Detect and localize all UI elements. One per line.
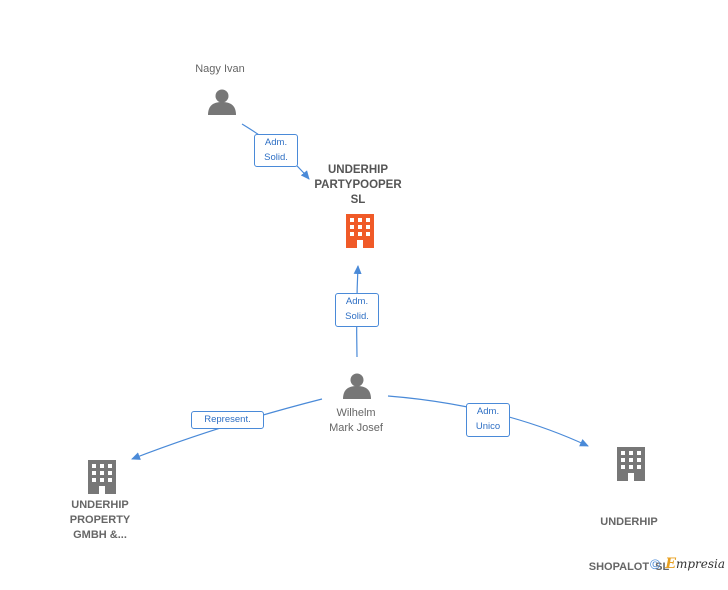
node-label-line: SHOPALOT SL xyxy=(588,561,670,573)
edge-label-adm-unico[interactable]: Adm. Unico xyxy=(466,403,510,437)
node-label-nagy-ivan[interactable]: Nagy Ivan xyxy=(170,62,270,77)
edge-label-line: Adm. xyxy=(345,296,369,307)
brand-initial: E xyxy=(665,556,676,572)
edge-wilhelm-to-property xyxy=(131,398,323,460)
building-icon[interactable] xyxy=(88,460,116,494)
empresia-watermark[interactable]: © Empresia xyxy=(650,555,725,573)
node-label-line: UNDERHIP xyxy=(71,499,129,511)
edge-label-line: Solid. xyxy=(345,311,369,322)
building-icon[interactable] xyxy=(346,214,374,248)
edge-label-line: Solid. xyxy=(264,152,288,163)
node-label-line: UNDERHIP xyxy=(600,516,658,528)
brand-logo: Empresia xyxy=(665,556,725,572)
edge-label-represent[interactable]: Represent. xyxy=(191,411,264,429)
building-icon[interactable] xyxy=(617,447,645,481)
edge-label-adm-solid[interactable]: Adm. Solid. xyxy=(335,293,379,327)
brand-name: mpresia xyxy=(676,557,726,571)
node-label-underhip-shopalot[interactable]: UNDERHIP SHOPALOT SL xyxy=(574,485,684,590)
edge-label-line: Adm. xyxy=(476,406,500,417)
node-label-underhip-property[interactable]: UNDERHIP PROPERTY GMBH &... xyxy=(50,498,150,543)
node-label-line: Wilhelm xyxy=(336,407,376,419)
node-label-underhip-partypooper[interactable]: UNDERHIP PARTYPOOPER SL xyxy=(298,163,418,208)
person-icon[interactable] xyxy=(208,89,236,116)
node-label-line: PROPERTY xyxy=(69,514,131,526)
node-label-wilhelm-mark-josef[interactable]: Wilhelm Mark Josef xyxy=(306,406,406,436)
node-label-line: PARTYPOOPER xyxy=(314,179,402,191)
edge-label-line: Adm. xyxy=(264,137,288,148)
person-icon[interactable] xyxy=(343,373,371,400)
edge-label-line: Represent. xyxy=(204,414,251,425)
node-label-line: GMBH &... xyxy=(73,529,127,541)
relationship-graph xyxy=(88,89,645,494)
edge-label-line: Unico xyxy=(475,421,501,432)
node-label-line: UNDERHIP xyxy=(327,164,389,176)
edge-label-adm-solid[interactable]: Adm. Solid. xyxy=(254,134,298,167)
node-label-line: Mark Josef xyxy=(329,422,383,434)
node-label-line: SL xyxy=(350,194,366,206)
copyright-icon: © xyxy=(650,556,661,572)
node-label-line: Nagy Ivan xyxy=(195,63,245,75)
